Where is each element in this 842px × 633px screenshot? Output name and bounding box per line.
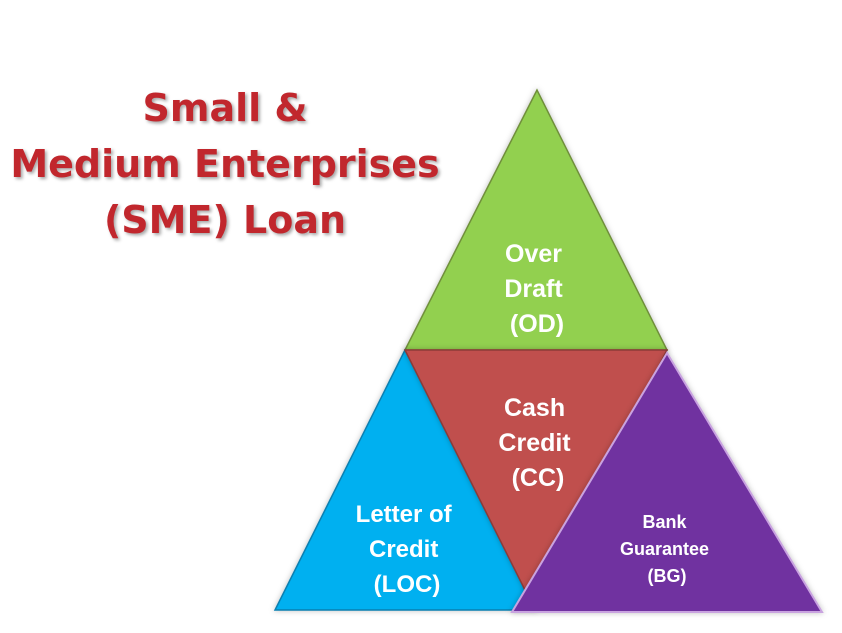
diagram-title: Small & Medium Enterprises (SME) Loan: [0, 80, 450, 248]
letter-of-credit-label: Letter of Credit (LOC): [356, 501, 459, 598]
letter-of-credit-label-line-3: (LOC): [374, 571, 441, 598]
bank-guarantee-label-line-2: Guarantee: [620, 539, 709, 559]
letter-of-credit-label-line-1: Letter of: [356, 501, 453, 528]
bank-guarantee-label: Bank Guarantee (BG): [620, 512, 714, 586]
bank-guarantee-label-line-1: Bank: [642, 512, 687, 532]
cash-credit-label-line-3: (CC): [512, 464, 565, 492]
bank-guarantee-triangle: [510, 351, 824, 613]
cash-credit-label-line-1: Cash: [504, 394, 565, 422]
cash-credit-label-line-2: Credit: [498, 429, 571, 457]
bank-guarantee-label-line-3: (BG): [648, 566, 687, 586]
cash-credit-label: Cash Credit (CC): [498, 394, 577, 492]
over-draft-label-line-1: Over: [505, 240, 562, 268]
title-line-1: Small &: [142, 86, 308, 130]
over-draft-label-line-2: Draft: [504, 275, 563, 303]
title-line-2: Medium Enterprises: [10, 142, 440, 186]
letter-of-credit-label-line-2: Credit: [369, 536, 438, 563]
title-line-3: (SME) Loan: [103, 198, 347, 242]
over-draft-label-line-3: (OD): [510, 310, 564, 338]
over-draft-label: Over Draft (OD): [504, 240, 569, 338]
